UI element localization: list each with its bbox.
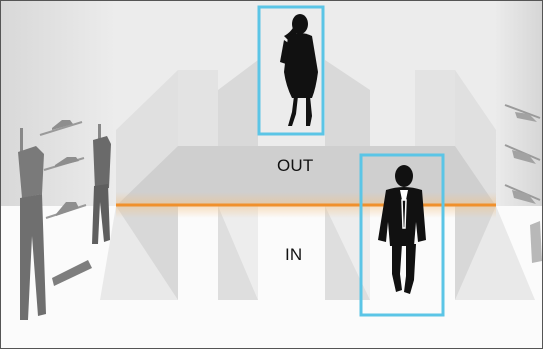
shirt-icon <box>530 221 542 263</box>
person-head <box>395 165 413 187</box>
divider-panel <box>178 70 218 146</box>
person-tie <box>402 200 406 228</box>
shirt-icon <box>18 146 44 198</box>
person-body <box>284 33 318 98</box>
shirt-icon <box>93 136 111 190</box>
divider-panel <box>415 70 455 146</box>
out-zone-label: OUT <box>277 156 313 176</box>
in-zone-label: IN <box>285 245 302 265</box>
